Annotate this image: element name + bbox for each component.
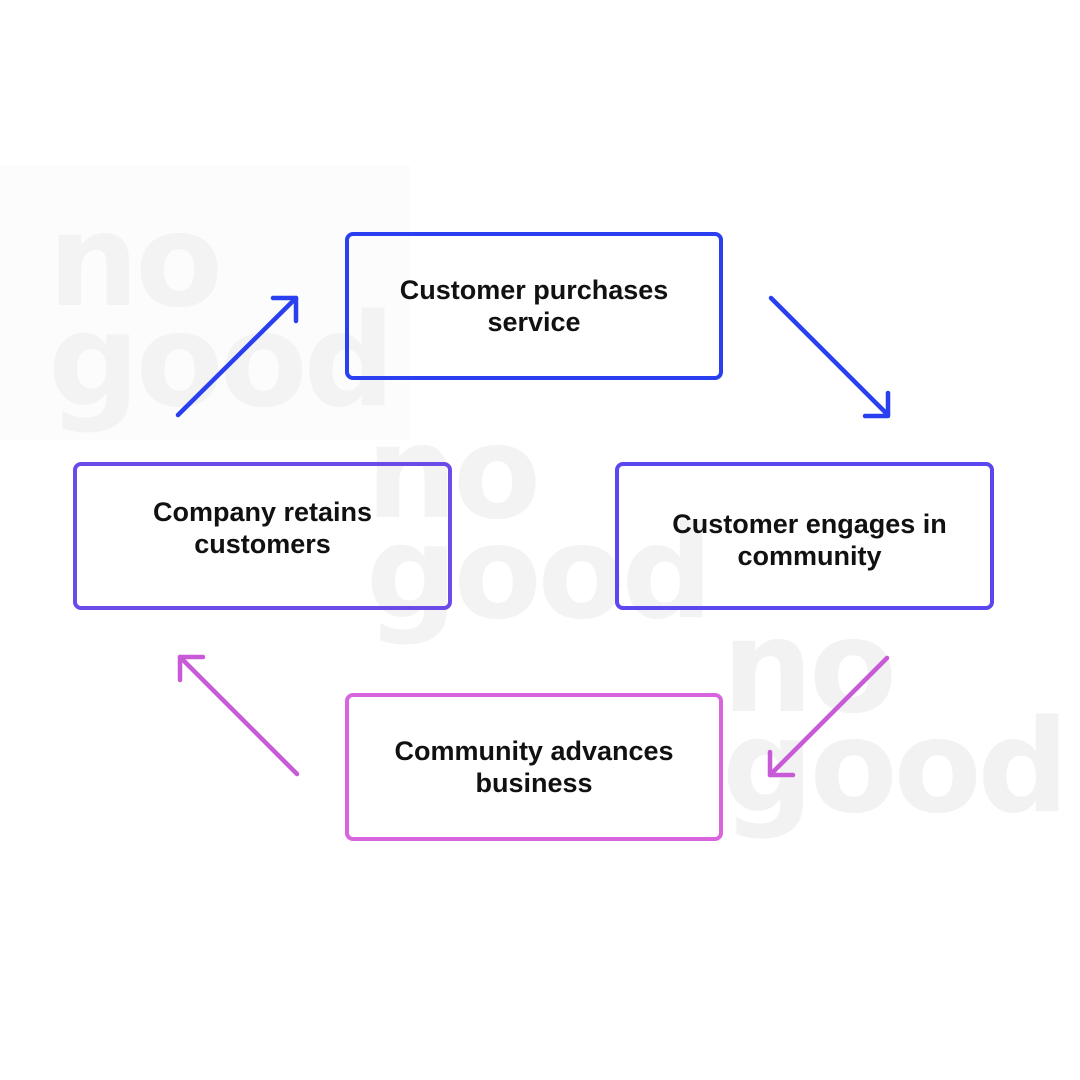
watermark-panel bbox=[0, 165, 410, 440]
watermark-logo: no good bbox=[48, 187, 395, 436]
arrow-down-left-icon bbox=[767, 655, 890, 778]
step-label: Community advances business bbox=[394, 736, 674, 798]
watermark-logo: no good bbox=[366, 399, 713, 648]
arrow-down-right-icon bbox=[768, 295, 891, 419]
arrow-up-right-icon bbox=[175, 295, 299, 418]
step-label: Customer purchases service bbox=[399, 275, 669, 337]
arrow-up-left-icon bbox=[177, 654, 300, 777]
step-label: Company retains customers bbox=[152, 497, 373, 559]
step-customer-purchases-service: Customer purchases service bbox=[345, 232, 723, 380]
step-label: Customer engages in community bbox=[672, 509, 947, 571]
step-customer-engages-in-community: Customer engages in community bbox=[615, 462, 994, 610]
watermark-logo: no good bbox=[722, 593, 1069, 842]
step-community-advances-business: Community advances business bbox=[345, 693, 723, 841]
step-company-retains-customers: Company retains customers bbox=[73, 462, 452, 610]
